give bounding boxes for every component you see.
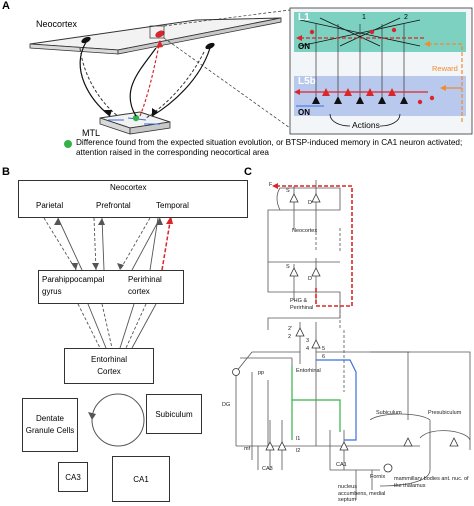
ca1-label-c: CA1: [336, 462, 347, 468]
perirhinal-label: Perirhinal cortex: [128, 275, 162, 296]
parahippocampal-box: [38, 270, 184, 304]
layer-3-label: 3: [306, 338, 310, 344]
phg-label: PHG & Perirhinal: [290, 298, 314, 311]
ca3-box: CA3: [58, 462, 88, 492]
mammillary-label: mammillary bodies ant. nuc. of the thala…: [394, 476, 469, 489]
neocortex-label-c: Neocortex: [292, 228, 318, 234]
layer-4-label: 4: [306, 346, 310, 352]
l1-label-c: l1: [296, 436, 301, 442]
subiculum-label-c: Subiculum: [376, 410, 402, 416]
parahippocampal-label: Parahippocampal gyrus: [42, 275, 105, 296]
d2-label: D: [308, 276, 312, 282]
actions-label: Actions: [352, 120, 380, 130]
ca1-box: CA1: [112, 456, 170, 502]
pp-label: pp: [258, 370, 265, 376]
num2-label: 2: [404, 14, 408, 21]
subiculum-box-b: Subiculum: [146, 394, 202, 434]
presubiculum-label: Presubiculum: [428, 410, 462, 416]
neocortex-box-b: [18, 180, 248, 218]
layer-2-label: 2: [288, 334, 292, 340]
ca3-label-c: CA3: [262, 466, 273, 472]
panel-c-letter: C: [244, 166, 252, 178]
s1-label: S: [286, 188, 290, 194]
panel-a-caption: Difference found from the expected situa…: [76, 138, 463, 157]
entorhinal-box: Entorhinal Cortex: [64, 348, 154, 384]
layer-2p-label: 2': [288, 326, 293, 332]
prefrontal-label: Prefrontal: [96, 201, 131, 210]
fornix-label: Fornix: [370, 474, 386, 480]
l5b-label: L5b: [298, 76, 316, 87]
l2-label-c: l2: [296, 448, 301, 454]
on-top-label: ON: [298, 42, 310, 51]
num1-label: 1: [362, 14, 366, 21]
neocortex-label-a: Neocortex: [36, 19, 78, 29]
nucleus-label: nucleus accumbens, medial septum: [338, 484, 386, 503]
d1-label: D: [308, 200, 312, 206]
temporal-label: Temporal: [156, 201, 189, 210]
panel-a-letter: A: [2, 0, 10, 12]
f-label: F: [269, 182, 273, 188]
on-bottom-label: ON: [298, 108, 310, 117]
parietal-label: Parietal: [36, 201, 64, 210]
layer-6-label: 6: [322, 354, 326, 360]
panel-b-letter: B: [2, 166, 10, 178]
mf-label: mf: [244, 446, 251, 452]
mtl-label: MTL: [82, 128, 100, 138]
s2-label: S: [286, 264, 290, 270]
layer-5-label: 5: [322, 346, 326, 352]
entorhinal-label-c: Entorhinal: [296, 368, 321, 374]
dg-label: DG: [222, 402, 231, 408]
reward-label: Reward: [432, 64, 458, 73]
neocortex-label-b: Neocortex: [110, 183, 147, 192]
dentate-box: Dentate Granule Cells: [22, 398, 78, 452]
green-dot-legend-icon: [64, 140, 72, 148]
l1-label: L1: [298, 12, 310, 23]
